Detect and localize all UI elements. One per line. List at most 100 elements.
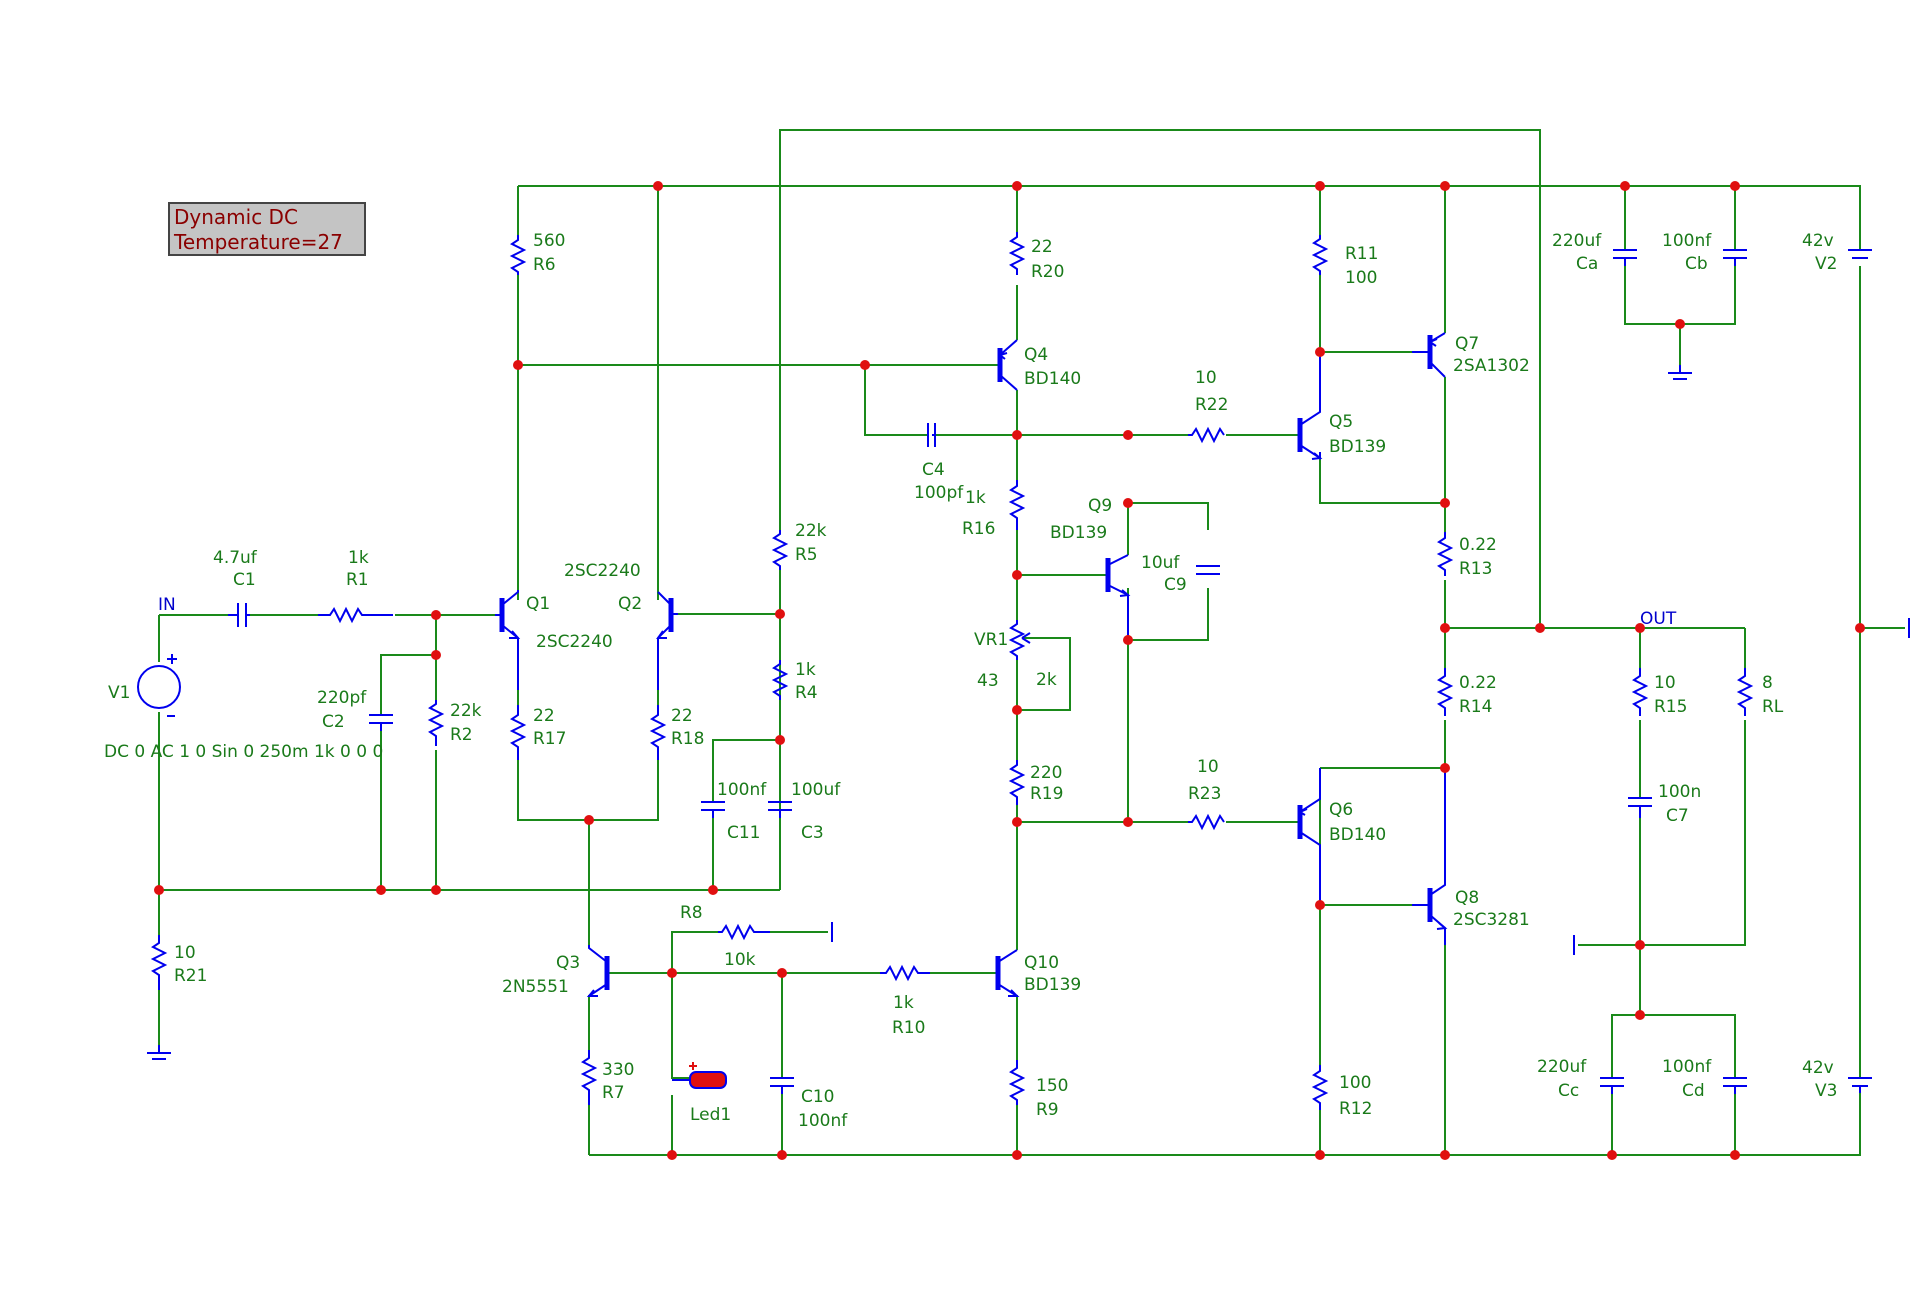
resistor-R13-symbol <box>1436 532 1454 576</box>
resistor-R19-symbol <box>1008 760 1026 805</box>
label-Ca-name: Ca <box>1576 254 1598 274</box>
resistor-R22-symbol <box>1188 426 1225 444</box>
label-Q2-name: Q2 <box>618 594 642 614</box>
ground-symbol-supply <box>1668 365 1692 380</box>
capacitor-C3-symbol <box>768 801 792 818</box>
transistor-Q9-symbol <box>1105 554 1131 640</box>
transistor-Q4-symbol <box>997 339 1018 391</box>
label-C7-name: C7 <box>1666 806 1689 826</box>
resistor-R21-symbol <box>150 935 168 990</box>
label-C9-name: C9 <box>1164 575 1187 595</box>
label-Cc-name: Cc <box>1558 1081 1579 1101</box>
terminal-output <box>1573 935 1575 955</box>
label-C2-name: C2 <box>322 712 345 732</box>
transistor-Q5-symbol <box>1297 352 1323 460</box>
label-R10-value: 1k <box>893 993 914 1013</box>
ac-source-V1-symbol <box>137 665 181 709</box>
wires <box>158 129 1905 1156</box>
label-R15-name: R15 <box>1654 697 1687 717</box>
label-Q6-name: Q6 <box>1329 800 1353 820</box>
label-Q7-model: 2SA1302 <box>1453 356 1530 376</box>
label-R23-name: R23 <box>1188 784 1221 804</box>
label-R21-name: R21 <box>174 966 207 986</box>
label-R8-value: 10k <box>724 950 756 970</box>
label-V2-name: V2 <box>1815 254 1837 274</box>
label-R20-value: 22 <box>1031 237 1053 257</box>
label-C11-name: C11 <box>727 823 761 843</box>
transistor-Q1-symbol <box>495 590 521 690</box>
label-R19-name: R19 <box>1030 784 1063 804</box>
transistor-Q8-symbol <box>1412 768 1448 945</box>
capacitor-C7-symbol <box>1628 797 1652 818</box>
label-R4-name: R4 <box>795 683 818 703</box>
label-V3-value: 42v <box>1802 1058 1834 1078</box>
ground-symbol-input <box>147 1045 171 1060</box>
resistor-R8-symbol <box>718 923 770 941</box>
potentiometer-VR1-wiper <box>1021 632 1031 644</box>
capacitor-Cd-symbol <box>1723 1077 1747 1094</box>
capacitor-C1-symbol <box>228 603 250 627</box>
resistor-R2-symbol <box>427 700 445 746</box>
label-R1-value: 1k <box>348 548 369 568</box>
label-R21-value: 10 <box>174 943 196 963</box>
label-C7-value: 100n <box>1658 782 1701 802</box>
potentiometer-VR1-symbol <box>1008 620 1026 660</box>
label-C2-value: 220pf <box>317 688 367 708</box>
label-Q5-model: BD139 <box>1329 437 1386 457</box>
capacitor-C10-symbol <box>770 1077 794 1094</box>
transistor-Q2-symbol <box>656 591 678 690</box>
source-spec-text: DC 0 AC 1 0 Sin 0 250m 1k 0 0 0 <box>104 742 383 762</box>
capacitor-Cc-symbol <box>1600 1077 1624 1094</box>
label-R22-value: 10 <box>1195 368 1217 388</box>
label-C1-value: 4.7uf <box>213 548 258 568</box>
label-C4-name: C4 <box>922 460 945 480</box>
label-R9-name: R9 <box>1036 1100 1059 1120</box>
label-Q4-name: Q4 <box>1024 345 1048 365</box>
label-Q3-model: 2N5551 <box>502 977 569 997</box>
label-V2-value: 42v <box>1802 231 1834 251</box>
label-RL-name: RL <box>1762 697 1784 717</box>
label-Cd-name: Cd <box>1682 1081 1705 1101</box>
led-Led1-symbol <box>672 1062 727 1089</box>
label-R17-name: R17 <box>533 729 566 749</box>
label-C3-value: 100uf <box>791 780 841 800</box>
label-R8-name: R8 <box>680 903 703 923</box>
capacitor-Ca-symbol <box>1613 249 1637 266</box>
resistor-R1-symbol <box>318 606 393 624</box>
label-Cd-value: 100nf <box>1662 1057 1712 1077</box>
label-R13-value: 0.22 <box>1459 535 1497 555</box>
label-Q5-name: Q5 <box>1329 412 1353 432</box>
simulation-status-box[interactable]: Dynamic DC Temperature=27 <box>168 202 366 256</box>
resistor-R12-symbol <box>1311 1065 1329 1110</box>
terminal-R8 <box>831 922 833 942</box>
label-R5-name: R5 <box>795 545 818 565</box>
label-C11-value: 100nf <box>717 780 767 800</box>
terminal-supply <box>1908 618 1910 638</box>
resistor-R10-symbol <box>880 964 930 982</box>
resistor-R17-symbol <box>509 705 527 760</box>
label-R5-value: 22k <box>795 521 827 541</box>
label-C1-name: C1 <box>233 570 256 590</box>
sim-temperature-label: Temperature=27 <box>174 230 343 254</box>
transistors <box>495 332 1448 997</box>
label-R7-name: R7 <box>602 1083 625 1103</box>
capacitor-C4-symbol <box>927 423 936 447</box>
label-R18-value: 22 <box>671 706 693 726</box>
label-R18-name: R18 <box>671 729 704 749</box>
label-R20-name: R20 <box>1031 262 1064 282</box>
label-R17-value: 22 <box>533 706 555 726</box>
label-Q8-name: Q8 <box>1455 888 1479 908</box>
label-R1-name: R1 <box>346 570 369 590</box>
label-Q1-model: 2SC2240 <box>536 632 613 652</box>
label-R9-value: 150 <box>1036 1076 1068 1096</box>
net-label-in: IN <box>158 595 176 615</box>
resistor-R16-symbol <box>1008 480 1026 530</box>
components <box>137 232 1910 1110</box>
label-R22-name: R22 <box>1195 395 1228 415</box>
label-R6-name: R6 <box>533 255 556 275</box>
label-R10-name: R10 <box>892 1018 925 1038</box>
capacitor-C11-symbol <box>701 801 725 818</box>
resistor-R5-symbol <box>771 530 789 570</box>
label-C3-name: C3 <box>801 823 824 843</box>
